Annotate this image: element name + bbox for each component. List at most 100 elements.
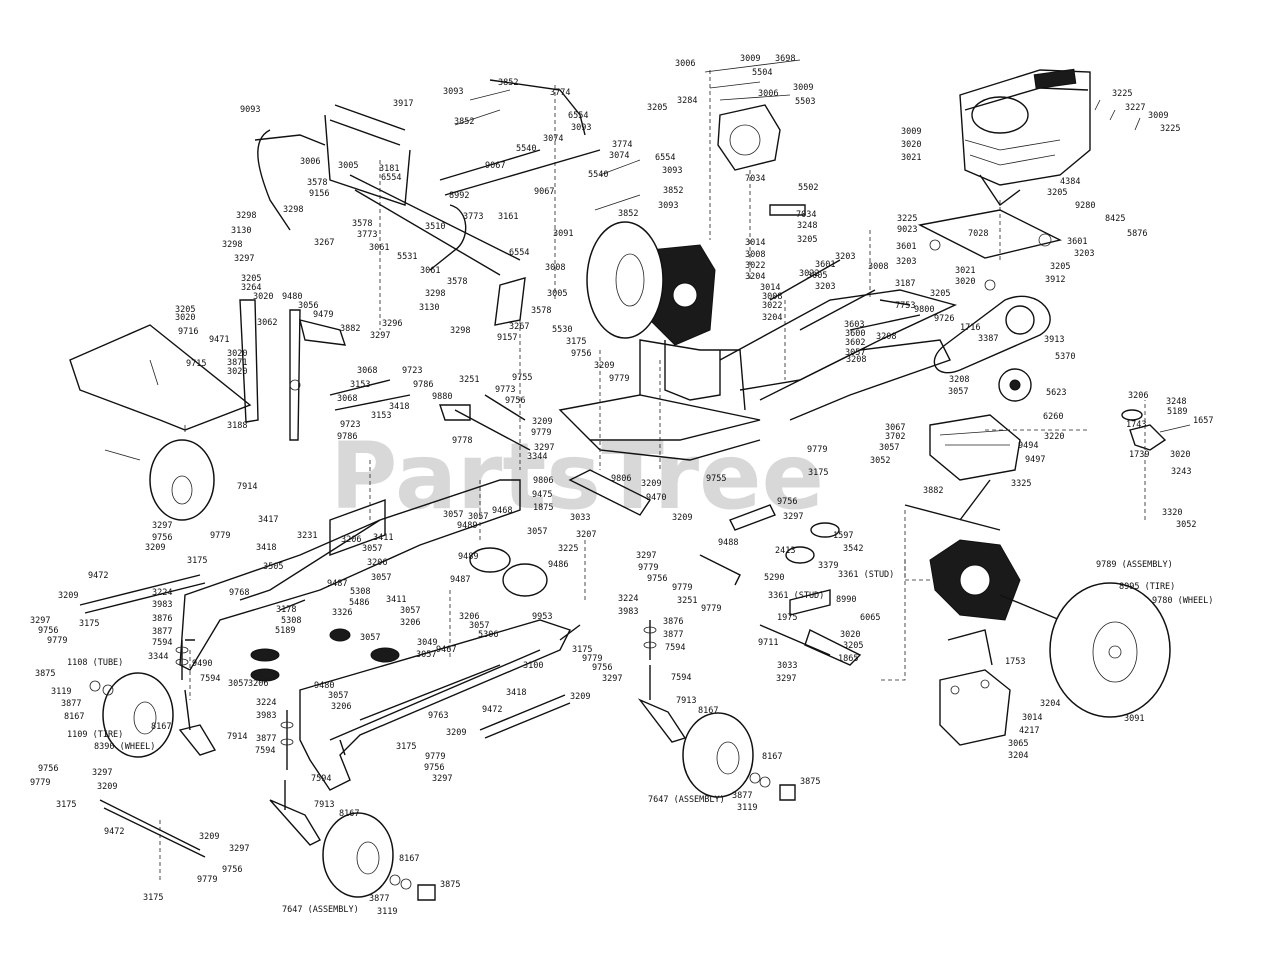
part-number-label[interactable]: 9779: [807, 445, 827, 455]
part-number-label[interactable]: 3181: [379, 164, 399, 174]
part-number-label[interactable]: 5623: [1046, 388, 1066, 398]
part-number-label[interactable]: 3298: [450, 326, 470, 336]
part-number-label[interactable]: 3297: [30, 616, 50, 626]
part-number-label[interactable]: 3418: [506, 688, 526, 698]
part-number-label[interactable]: 7913: [314, 800, 334, 810]
part-number-label[interactable]: 3005: [338, 161, 358, 171]
part-number-label[interactable]: 5876: [1127, 229, 1147, 239]
part-number-label[interactable]: 9780 (WHEEL): [1152, 596, 1213, 606]
part-number-label[interactable]: 9067: [534, 187, 554, 197]
part-number-label[interactable]: 1716: [960, 323, 980, 333]
part-number-label[interactable]: 3698: [775, 54, 795, 64]
part-number-label[interactable]: 6554: [381, 173, 401, 183]
part-number-label[interactable]: 9756: [777, 497, 797, 507]
part-number-label[interactable]: 3267: [314, 238, 334, 248]
part-number-label[interactable]: 9779: [197, 875, 217, 885]
part-number-label[interactable]: 3057: [371, 573, 391, 583]
part-number-label[interactable]: 3411: [373, 533, 393, 543]
part-number-label[interactable]: 5540: [516, 144, 536, 154]
front-left-wheel[interactable]: [89, 672, 217, 758]
part-number-label[interactable]: 9489: [458, 552, 478, 562]
part-number-label[interactable]: 7753: [895, 301, 915, 311]
part-number-label[interactable]: 3297: [432, 774, 452, 784]
part-number-label[interactable]: 3220: [1044, 432, 1064, 442]
part-number-label[interactable]: 9806: [533, 476, 553, 486]
main-frame[interactable]: [439, 259, 958, 516]
part-number-label[interactable]: 3022: [745, 261, 765, 271]
part-number-label[interactable]: 3417: [258, 515, 278, 525]
part-number-label[interactable]: 3505: [263, 562, 283, 572]
part-number-label[interactable]: 9093: [240, 105, 260, 115]
part-number-label[interactable]: 9711: [758, 638, 778, 648]
part-number-label[interactable]: 3175: [187, 556, 207, 566]
part-number-label[interactable]: 3298: [425, 289, 445, 299]
part-number-label[interactable]: 3209: [145, 543, 165, 553]
part-number-label[interactable]: 3224: [152, 588, 172, 598]
part-number-label[interactable]: 5189: [1167, 407, 1187, 417]
part-number-label[interactable]: 3130: [231, 226, 251, 236]
part-number-label[interactable]: 3057: [228, 679, 248, 689]
part-number-label[interactable]: 3326: [332, 608, 352, 618]
part-number-label[interactable]: 3022: [799, 269, 819, 279]
part-number-label[interactable]: 3297: [229, 844, 249, 854]
part-number-label[interactable]: 3093: [571, 123, 591, 133]
part-number-label[interactable]: 3578: [447, 277, 467, 287]
part-number-label[interactable]: 9756: [38, 626, 58, 636]
part-number-label[interactable]: 3119: [737, 803, 757, 813]
part-number-label[interactable]: 3091: [1124, 714, 1144, 724]
part-number-label[interactable]: 2413: [775, 546, 795, 556]
part-number-label[interactable]: 3119: [377, 907, 397, 917]
part-number-label[interactable]: 9023: [897, 225, 917, 235]
part-number-label[interactable]: 3297: [636, 551, 656, 561]
part-number-label[interactable]: 3006: [758, 89, 778, 99]
part-number-label[interactable]: 9800: [914, 305, 934, 315]
part-number-label[interactable]: 3876: [152, 614, 172, 624]
part-number-label[interactable]: 3009: [1148, 111, 1168, 121]
part-number-label[interactable]: 3074: [609, 151, 629, 161]
part-number-label[interactable]: 9472: [88, 571, 108, 581]
part-number-label[interactable]: 7594: [152, 638, 172, 648]
part-number-label[interactable]: 9756: [424, 763, 444, 773]
part-number-label[interactable]: 3600: [845, 329, 865, 339]
part-number-label[interactable]: 3208: [949, 375, 969, 385]
part-number-label[interactable]: 3052: [1176, 520, 1196, 530]
part-number-label[interactable]: 9779: [638, 563, 658, 573]
part-number-label[interactable]: 9779: [30, 778, 50, 788]
part-number-label[interactable]: 3243: [1171, 467, 1191, 477]
part-number-label[interactable]: 3320: [1162, 508, 1182, 518]
part-number-label[interactable]: 6554: [509, 248, 529, 258]
part-number-label[interactable]: 9470: [646, 493, 666, 503]
part-number-label[interactable]: 3057: [328, 691, 348, 701]
part-number-label[interactable]: 8425: [1105, 214, 1125, 224]
part-number-label[interactable]: 3251: [677, 596, 697, 606]
part-number-label[interactable]: 9779: [425, 752, 445, 762]
engine-mount-plate[interactable]: [917, 209, 1063, 291]
part-number-label[interactable]: 3510: [425, 222, 445, 232]
part-number-label[interactable]: 3062: [257, 318, 277, 328]
part-number-label[interactable]: 3298: [222, 240, 242, 250]
part-number-label[interactable]: 3056: [298, 301, 318, 311]
part-number-label[interactable]: 3297: [370, 331, 390, 341]
caster-stacks[interactable]: [175, 620, 657, 770]
part-number-label[interactable]: 3057: [360, 633, 380, 643]
part-number-label[interactable]: 3361 (STUD): [768, 591, 824, 601]
part-number-label[interactable]: 3203: [1074, 249, 1094, 259]
part-number-label[interactable]: 3344: [148, 652, 168, 662]
part-number-label[interactable]: 3224: [256, 698, 276, 708]
part-number-label[interactable]: 3205: [843, 641, 863, 651]
part-number-label[interactable]: 3983: [256, 711, 276, 721]
part-number-label[interactable]: 3175: [396, 742, 416, 752]
part-number-label[interactable]: 3325: [1011, 479, 1031, 489]
part-number-label[interactable]: 3204: [1008, 751, 1028, 761]
part-number-label[interactable]: 3852: [618, 209, 638, 219]
part-number-label[interactable]: 9467: [436, 645, 456, 655]
part-number-label[interactable]: 3205: [175, 305, 195, 315]
part-number-label[interactable]: 3298: [283, 205, 303, 215]
part-number-label[interactable]: 6065: [860, 613, 880, 623]
part-number-label[interactable]: 3225: [558, 544, 578, 554]
part-number-label[interactable]: 3297: [152, 521, 172, 531]
part-number-label[interactable]: 5540: [588, 170, 608, 180]
part-number-label[interactable]: 9763: [428, 711, 448, 721]
part-number-label[interactable]: 3877: [369, 894, 389, 904]
deck-guard-plate[interactable]: [69, 324, 252, 432]
